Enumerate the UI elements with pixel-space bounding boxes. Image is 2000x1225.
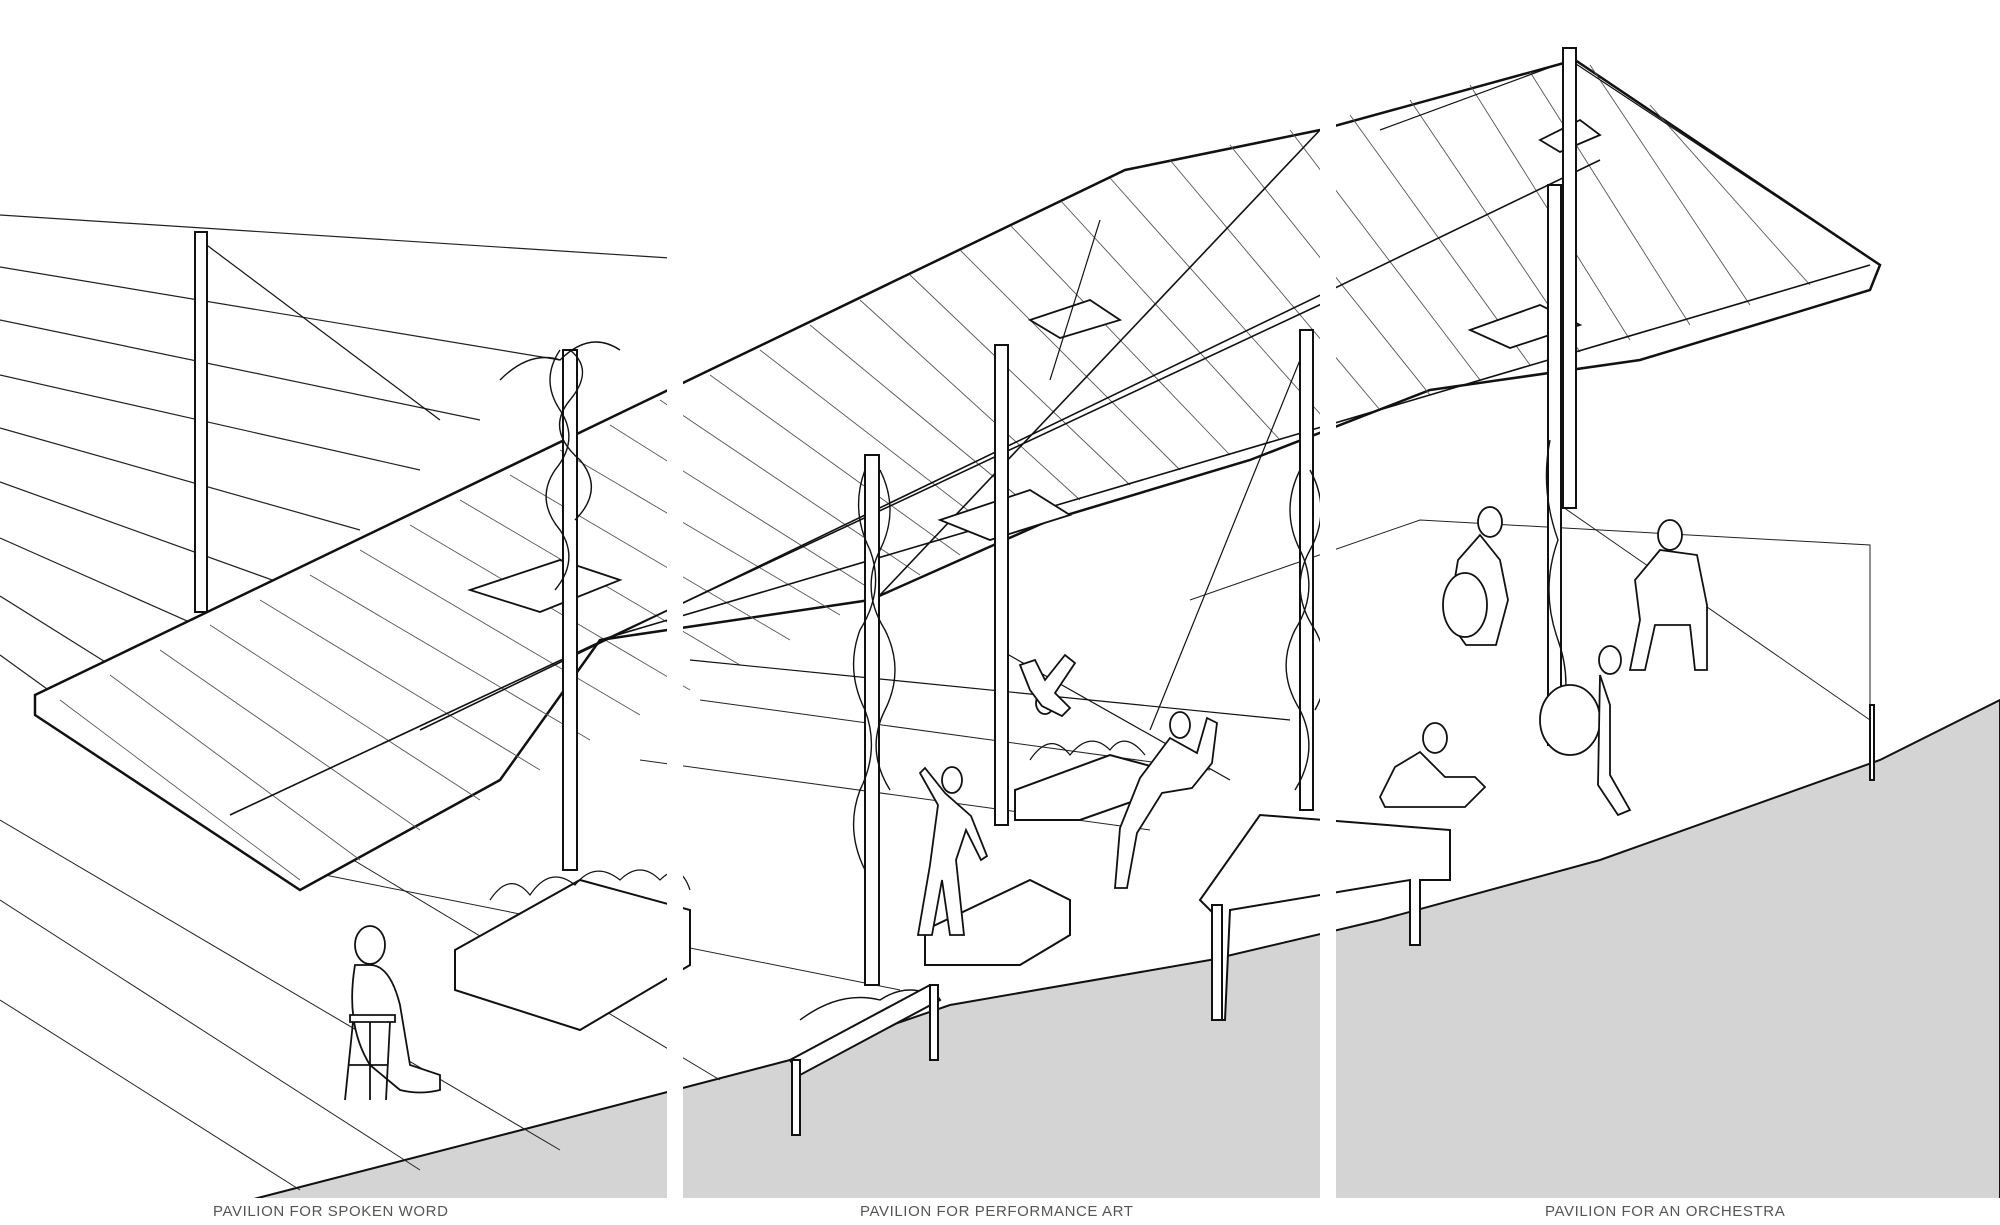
mast-orchestra <box>1562 47 1577 509</box>
planter-foliage-spoken-word <box>490 870 690 900</box>
columns <box>194 47 1577 986</box>
figure-acrobat-handstand <box>1020 655 1075 716</box>
planters <box>455 741 1450 1030</box>
figure-seated-musician <box>1630 519 1707 670</box>
divider-right <box>1320 0 1336 1198</box>
roof <box>35 60 1880 890</box>
caption-band <box>0 1198 2000 1225</box>
figures <box>345 506 1707 1100</box>
skylight-1 <box>470 560 620 612</box>
edge-walls <box>790 704 1875 1136</box>
planter-foliage-performance <box>1030 741 1145 760</box>
caption-performance-art: PAVILION FOR PERFORMANCE ART <box>860 1203 1134 1220</box>
divider-left <box>667 0 683 1198</box>
planter-performance-1 <box>925 880 1070 965</box>
column-orchestra <box>1547 184 1562 746</box>
mast-far-left <box>194 231 208 613</box>
planter-spoken-word <box>455 880 690 1030</box>
figure-dancer-standing <box>918 766 987 935</box>
panel-dividers <box>667 0 1336 1198</box>
caption-spoken-word: PAVILION FOR SPOKEN WORD <box>213 1203 449 1220</box>
figure-dancer-leaping <box>1115 711 1217 888</box>
cable-fan-lines <box>0 215 670 720</box>
column-performance-1 <box>864 454 880 986</box>
figure-cellist <box>1442 506 1508 645</box>
caption-orchestra: PAVILION FOR AN ORCHESTRA <box>1545 1203 1786 1220</box>
skylight-3 <box>1030 300 1120 338</box>
figure-seated-guitarist <box>1380 722 1485 807</box>
ground-section <box>250 700 2000 1225</box>
column-performance-2 <box>994 344 1009 826</box>
column-spoken-word <box>562 349 578 871</box>
figure-drummer <box>1539 645 1630 815</box>
figure-speaker-on-stool <box>345 925 440 1100</box>
